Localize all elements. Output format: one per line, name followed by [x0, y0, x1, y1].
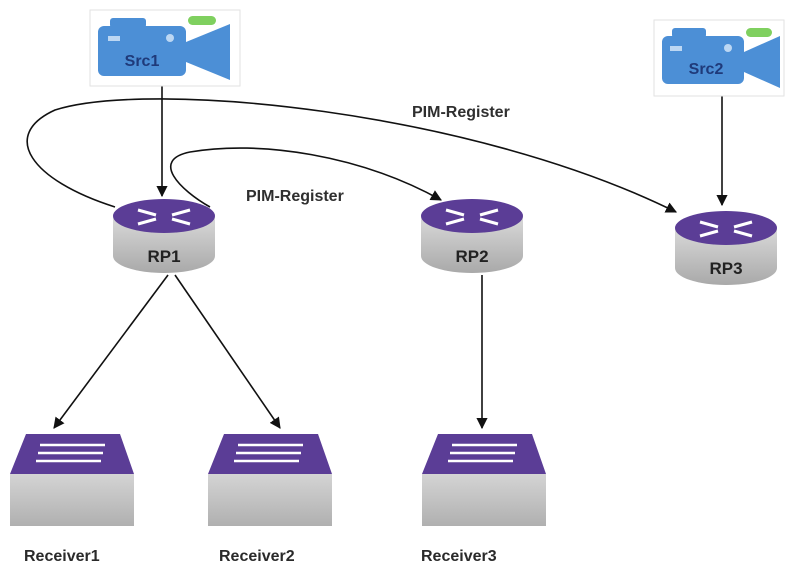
edge-label-pim-register-rp3: PIM-Register: [412, 104, 510, 121]
switch-arrows-icon: [448, 443, 517, 463]
router-label-rp1: RP1: [147, 247, 180, 266]
router-label-rp3: RP3: [709, 259, 742, 278]
receiver-label-receiver1: Receiver1: [24, 548, 100, 565]
source-src2: Src2: [653, 19, 785, 97]
edge-pim-register-rp1-rp2: [169, 147, 442, 208]
edge-rp1-receiver2: [174, 274, 281, 429]
switch-arrows-icon: [36, 443, 105, 463]
receiver-label-receiver3: Receiver3: [421, 548, 497, 565]
router-arrows-icon: [445, 208, 499, 226]
router-rp3: RP3: [675, 211, 777, 285]
switch-arrows-icon: [234, 443, 303, 463]
video-camera-icon: [662, 28, 780, 88]
receiver-receiver1: [10, 434, 134, 526]
router-rp1: RP1: [113, 199, 215, 273]
edge-rp1-receiver1: [53, 274, 169, 429]
router-rp2: RP2: [421, 199, 523, 273]
source-src1: Src1: [89, 9, 241, 87]
edges: [26, 80, 728, 430]
edge-pim-register-rp1-rp3: [26, 98, 678, 213]
source-label-src2: Src2: [689, 61, 724, 78]
router-label-rp2: RP2: [455, 247, 488, 266]
receiver-receiver2: [208, 434, 332, 526]
receiver-label-receiver2: Receiver2: [219, 548, 295, 565]
router-arrows-icon: [137, 208, 191, 226]
edge-label-pim-register-rp2: PIM-Register: [246, 188, 344, 205]
video-camera-icon: [98, 16, 230, 80]
router-arrows-icon: [699, 220, 753, 238]
receiver-receiver3: [422, 434, 546, 526]
source-label-src1: Src1: [125, 53, 160, 70]
